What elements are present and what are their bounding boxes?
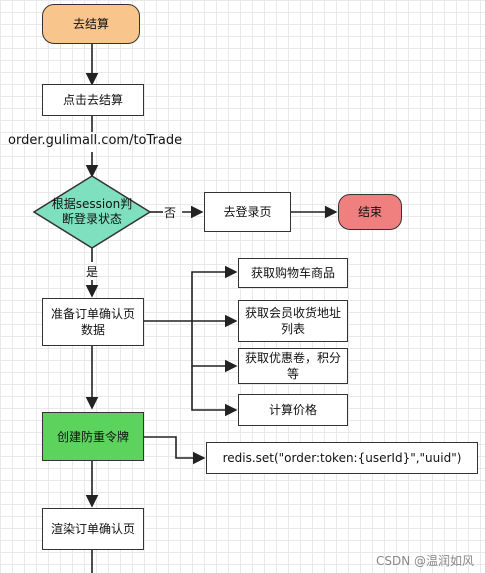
edge-to-calc-price <box>191 366 238 417</box>
decision-label: 根据session判断登录状态 <box>51 197 133 226</box>
edge-to-fetch-coupon <box>191 321 238 373</box>
edge-to-fetch-cart <box>144 265 238 322</box>
prepare-confirm-node: 准备订单确认页数据 <box>42 298 144 346</box>
decision-diamond-shape <box>32 175 152 249</box>
no-label: 否 <box>164 206 177 220</box>
click-checkout-node: 点击去结算 <box>42 84 144 116</box>
calc-price-node: 计算价格 <box>238 394 348 426</box>
yes-label: 是 <box>86 265 99 279</box>
create-token-node: 创建防重令牌 <box>42 412 144 461</box>
fetch-coupon-node: 获取优惠卷，积分等 <box>238 348 348 384</box>
fetch-cart-node: 获取购物车商品 <box>238 258 348 288</box>
url-label: order.gulimall.com/toTrade <box>8 133 183 148</box>
edge-token-to-redis <box>144 436 206 465</box>
end-node: 结束 <box>338 194 402 230</box>
start-node: 去结算 <box>42 4 140 44</box>
goto-login-node: 去登录页 <box>204 192 291 232</box>
fetch-address-node: 获取会员收货地址列表 <box>238 300 348 342</box>
redis-set-node: redis.set("order:token:{userId}","uuid") <box>206 442 478 474</box>
render-confirm-node: 渲染订单确认页 <box>42 508 144 550</box>
watermark: CSDN @温润如风 <box>376 554 475 568</box>
